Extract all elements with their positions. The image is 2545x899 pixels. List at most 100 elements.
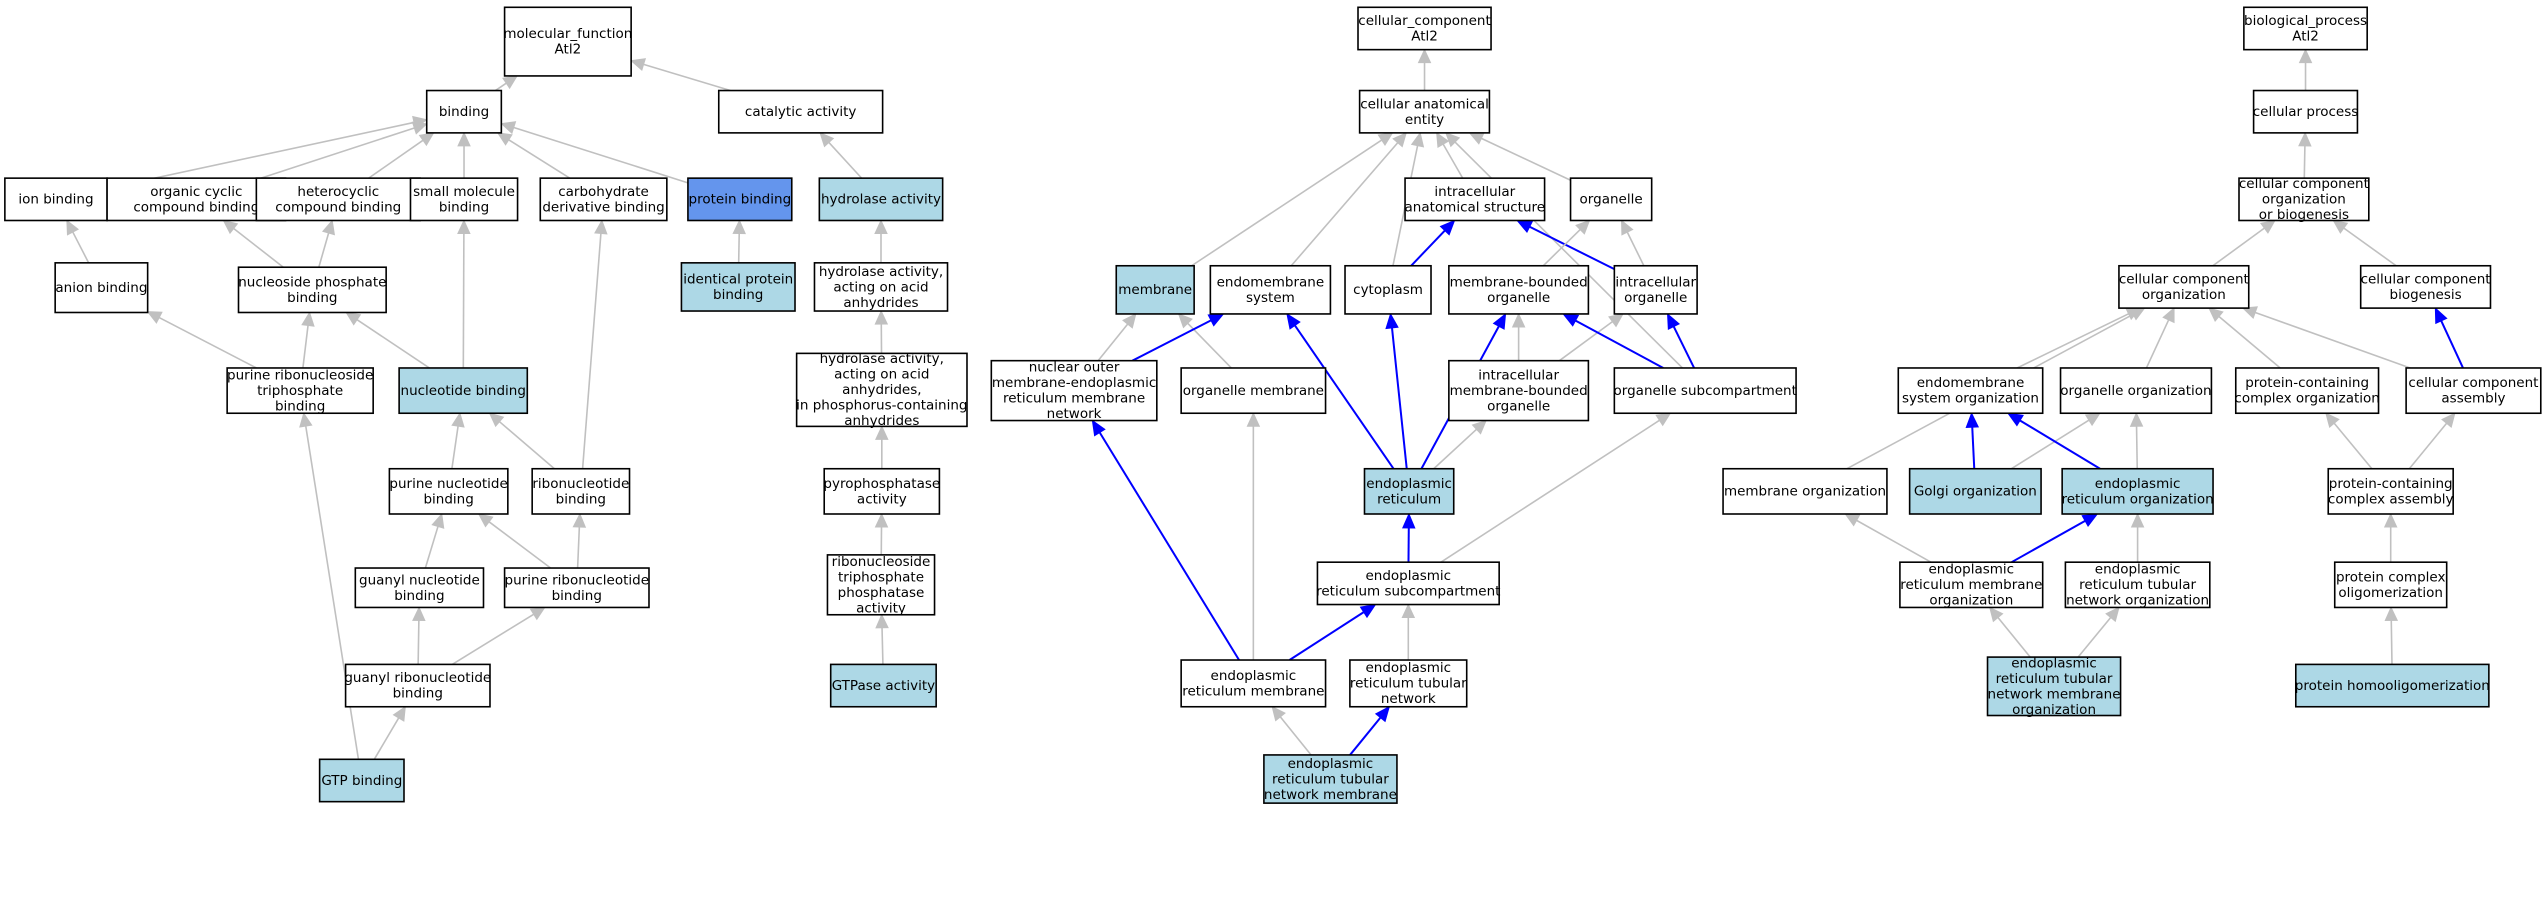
term-box: [2243, 6, 2368, 51]
edge-line: [304, 425, 360, 760]
term-node-organelle-subcompartment[interactable]: organelle subcompartment: [1614, 367, 1797, 415]
term-node-organelle-organization[interactable]: organelle organization: [2059, 367, 2213, 415]
arrow-head: [1844, 513, 1861, 527]
edge-line: [2218, 315, 2281, 369]
edge-line: [302, 325, 309, 369]
term-box: [318, 758, 405, 803]
arrow-head: [2105, 606, 2120, 623]
term-label-line: system organization: [1902, 391, 2039, 407]
term-label-line: assembly: [2441, 391, 2505, 407]
term-node-organelle-membrane[interactable]: organelle membrane: [1180, 367, 1327, 415]
term-node-hydrolase-phosphorus[interactable]: hydrolase activity,acting on acidanhydri…: [795, 351, 968, 429]
term-label-line: network membrane: [1264, 787, 1397, 803]
edge-organelle-to-cellular_anatomical: [1468, 132, 1571, 181]
term-node-protein-binding[interactable]: protein binding: [687, 177, 793, 222]
edge-er_tubular_network_org-to-er_organization: [2130, 512, 2145, 563]
edge-line: [318, 232, 330, 268]
arrow-head: [500, 121, 517, 135]
term-node-ribonucleoside-tp-phosphatase[interactable]: ribonucleosidetriphosphatephosphataseact…: [826, 554, 936, 617]
edge-identical_protein-to-protein_binding: [732, 219, 746, 263]
term-box: [1263, 754, 1398, 804]
term-node-hydrolase-acid-anhyd[interactable]: hydrolase activity,acting on acidanhydri…: [813, 262, 949, 312]
term-node-golgi-organization[interactable]: Golgi organization: [1908, 467, 2042, 515]
term-box: [354, 567, 485, 609]
term-node-organelle[interactable]: organelle: [1569, 177, 1653, 222]
term-box: [425, 89, 503, 134]
term-node-ion-binding[interactable]: ion binding: [4, 177, 108, 222]
term-label-line: organelle membrane: [1183, 383, 1324, 399]
term-box: [1363, 467, 1455, 515]
term-node-membrane-organization[interactable]: membrane organization: [1722, 467, 1888, 515]
term-node-catalytic-activity[interactable]: catalytic activity: [717, 89, 884, 134]
term-label-line: binding: [423, 491, 473, 507]
arrow-head: [1374, 705, 1391, 723]
edge-line: [1131, 319, 1212, 362]
edge-line: [1997, 617, 2031, 658]
term-label-line: intracellular: [1615, 274, 1696, 290]
term-node-cytoplasm[interactable]: cytoplasm: [1344, 264, 1432, 315]
term-label-line: protein complex: [2336, 569, 2446, 585]
term-node-protein-homooligo[interactable]: protein homooligomerization: [2295, 663, 2490, 708]
term-node-anion-binding[interactable]: anion binding: [54, 262, 149, 314]
term-node-gtpase-activity[interactable]: GTPase activity: [829, 663, 937, 708]
term-node-cellular-process[interactable]: cellular process: [2253, 89, 2359, 134]
arrow-head: [2384, 606, 2399, 622]
edge-line: [1187, 322, 1232, 369]
edge-intracellular_mb_org-to-intracellular_org: [1558, 313, 1624, 362]
term-label-line: ribonucleotide: [532, 476, 629, 492]
edge-nucleoside_phosphate-to-heterocyclic: [318, 219, 336, 268]
term-node-nuclear-outer[interactable]: nuclear outermembrane-endoplasmicreticul…: [990, 360, 1158, 423]
term-label-line: reticulum subcompartment: [1316, 583, 1500, 599]
edge-line: [1481, 137, 1571, 181]
term-label-line: endoplasmic: [1365, 660, 1451, 676]
term-node-hydrolase-activity[interactable]: hydrolase activity: [818, 177, 944, 222]
arrow-head: [1377, 132, 1394, 146]
arrow-head: [1436, 131, 1450, 148]
term-node-gtp-binding[interactable]: GTP binding: [318, 758, 405, 803]
term-node-nucleotide-binding[interactable]: nucleotide binding: [398, 367, 529, 415]
term-node-membrane[interactable]: membrane: [1115, 264, 1195, 315]
term-label-line: organization: [1929, 593, 2013, 609]
term-node-binding[interactable]: binding: [425, 89, 503, 134]
arrow-head: [1468, 132, 1485, 145]
term-box: [2234, 367, 2380, 415]
